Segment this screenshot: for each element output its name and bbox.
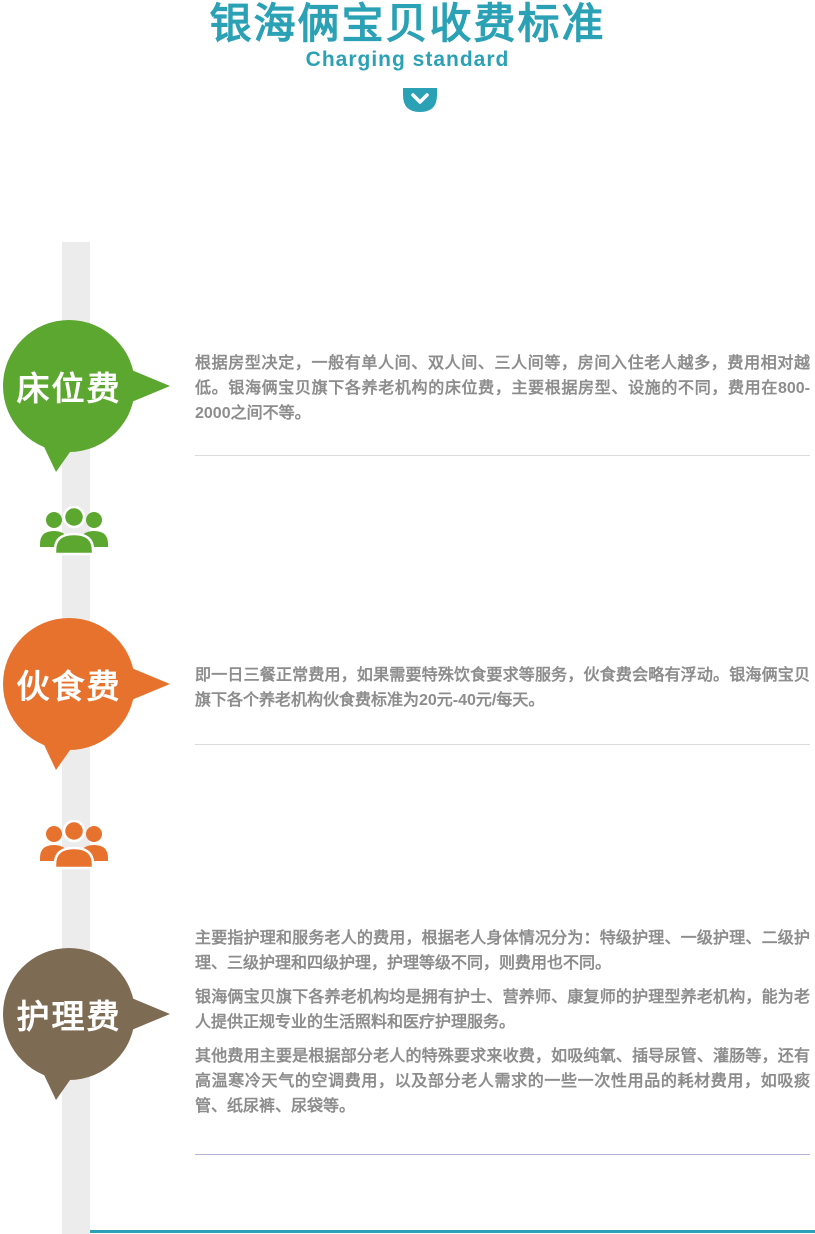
fee-badge-label: 床位费 (16, 370, 122, 407)
paragraph: 根据房型决定，一般有单人间、双人间、三人间等，房间入住老人越多，费用相对越低。银… (195, 355, 810, 422)
fee-badge-label: 伙食费 (16, 668, 122, 705)
chevron-down-icon (402, 88, 438, 114)
paragraph: 即一日三餐正常费用，如果需要特殊饮食要求等服务，伙食费会略有浮动。银海俩宝贝旗下… (195, 667, 810, 709)
fee-description-bed: 根据房型决定，一般有单人间、双人间、三人间等，房间入住老人越多，费用相对越低。银… (195, 351, 810, 435)
fee-badge-food: 伙食费 (2, 618, 172, 774)
fee-badge-bed: 床位费 (2, 320, 172, 476)
people-group-icon (40, 505, 108, 556)
divider (195, 1154, 810, 1155)
paragraph: 主要指护理和服务老人的费用，根据老人身体情况分为：特级护理、一级护理、二级护理、… (195, 930, 810, 972)
fee-description-food: 即一日三餐正常费用，如果需要特殊饮食要求等服务，伙食费会略有浮动。银海俩宝贝旗下… (195, 663, 810, 722)
divider (195, 455, 810, 456)
paragraph: 其他费用主要是根据部分老人的特殊要求来收费，如吸纯氧、插导尿管、灌肠等，还有高温… (195, 1048, 810, 1115)
fee-badge-nursing: 护理费 (2, 948, 172, 1104)
fee-badge-label: 护理费 (16, 998, 122, 1035)
fee-description-nursing: 主要指护理和服务老人的费用，根据老人身体情况分为：特级护理、一级护理、二级护理、… (195, 926, 810, 1128)
page-title: 银海俩宝贝收费标准 (209, 0, 606, 47)
page-subtitle: Charging standard (305, 48, 510, 71)
divider (195, 744, 810, 745)
footer-accent-line (90, 1230, 815, 1233)
paragraph: 银海俩宝贝旗下各养老机构均是拥有护士、营养师、康复师的护理型养老机构，能为老人提… (195, 989, 810, 1031)
people-group-icon (40, 819, 108, 870)
